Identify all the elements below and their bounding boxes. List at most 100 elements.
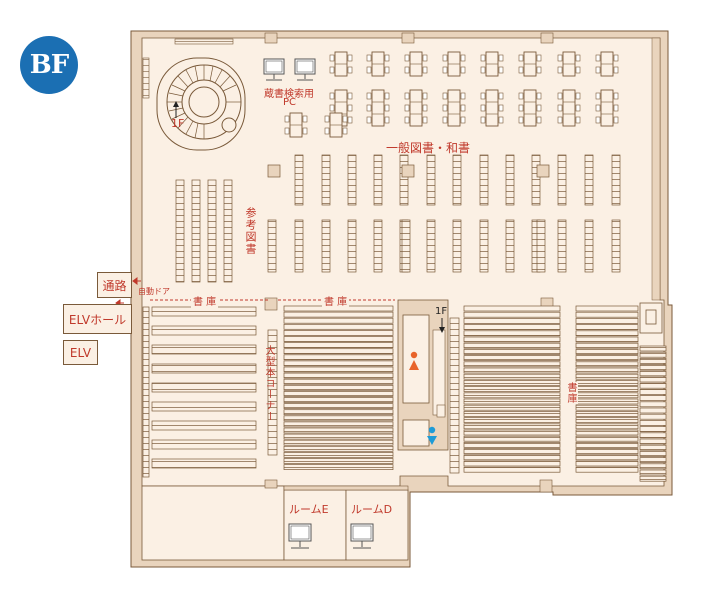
passage-label: 通路 <box>97 272 132 298</box>
elv-hall-label: ELVホール <box>63 304 132 334</box>
bookshelf <box>639 389 667 395</box>
bookshelf <box>283 427 394 434</box>
bookshelf <box>321 219 331 273</box>
bookshelf <box>449 317 460 474</box>
pc-icon <box>263 58 316 81</box>
bookshelf <box>575 336 639 343</box>
reading-table <box>518 51 542 77</box>
bookshelf <box>452 154 462 206</box>
elevator-1f-label: 1F <box>435 306 448 317</box>
bookshelf <box>283 439 394 446</box>
pillar <box>536 164 550 178</box>
bookshelf <box>283 445 394 452</box>
bookshelf <box>575 398 639 405</box>
bookshelves <box>142 154 667 482</box>
bookshelf <box>611 154 621 206</box>
bookshelf <box>175 179 185 283</box>
bookshelf <box>611 219 621 273</box>
bookshelf <box>399 154 409 206</box>
bookshelf <box>639 401 667 408</box>
reading-table <box>324 112 348 138</box>
bookshelf <box>142 306 150 478</box>
restroom-core <box>397 299 449 451</box>
stacks-mid-label: 書 庫 <box>322 293 350 308</box>
bookshelf <box>575 417 639 423</box>
room-d-label: ルームD <box>351 503 393 516</box>
bookshelf <box>557 154 567 206</box>
bookshelf <box>639 395 667 401</box>
bookshelf <box>463 398 561 405</box>
reading-table <box>595 89 619 127</box>
reading-table <box>404 89 428 127</box>
bookshelf <box>575 311 639 318</box>
bookshelf <box>575 330 639 337</box>
bookshelf <box>639 444 667 451</box>
bookshelf <box>575 318 639 324</box>
reading-table <box>480 89 504 127</box>
reading-table <box>557 89 581 127</box>
bookshelf <box>505 219 515 273</box>
bookshelf <box>283 323 394 330</box>
bookshelf <box>479 154 489 206</box>
search-pc-label: 蔵書検索用 <box>264 89 314 100</box>
bookshelf <box>373 154 383 206</box>
bookshelf <box>283 384 394 391</box>
bookshelf <box>463 435 561 442</box>
bookshelf <box>463 404 561 411</box>
bookshelf <box>151 344 257 355</box>
bookshelf <box>575 448 639 454</box>
bookshelf <box>575 442 639 448</box>
bookshelf <box>426 219 436 273</box>
bookshelf <box>267 329 278 456</box>
bookshelf <box>283 397 394 403</box>
bookshelf <box>463 336 561 343</box>
bookshelf <box>283 366 394 373</box>
bookshelf <box>283 415 394 422</box>
bookshelf <box>151 458 257 469</box>
bookshelf <box>584 219 594 273</box>
bookshelf <box>283 317 394 324</box>
bookshelf <box>639 438 667 445</box>
reading-table <box>329 51 353 77</box>
bookshelf <box>151 420 257 431</box>
bookshelf <box>283 403 394 409</box>
bookshelf <box>639 451 667 457</box>
bookshelf <box>463 386 561 392</box>
bookshelf <box>463 466 561 473</box>
down-arrow-icon <box>439 318 445 333</box>
bookshelf <box>575 404 639 411</box>
bookshelf <box>151 382 257 393</box>
bookshelf <box>639 370 667 377</box>
bookshelf <box>426 154 436 206</box>
bookshelf <box>639 351 667 358</box>
bookshelf <box>283 311 394 318</box>
bookshelf <box>151 363 257 374</box>
spiral-staircase-icon <box>156 57 246 151</box>
bookshelf <box>207 179 217 283</box>
bookshelf <box>639 413 667 420</box>
bookshelf <box>639 407 667 414</box>
bookshelf <box>463 392 561 399</box>
bookshelf <box>463 355 561 361</box>
bookshelf <box>463 448 561 454</box>
bookshelf <box>463 442 561 448</box>
bookshelf <box>373 219 383 273</box>
bookshelf <box>151 401 257 412</box>
bookshelf <box>283 458 394 464</box>
bookshelf <box>463 380 561 386</box>
bookshelf <box>283 433 394 440</box>
bookshelf <box>639 426 667 432</box>
bookshelf <box>639 457 667 463</box>
bookshelf <box>575 423 639 430</box>
bookshelf <box>463 361 561 368</box>
bookshelf <box>575 454 639 461</box>
large-books-corner-label: 大型本コーナー <box>263 345 274 422</box>
bookshelf <box>575 373 639 380</box>
bookshelf <box>294 154 304 206</box>
bookshelf <box>223 179 233 283</box>
bookshelf <box>575 380 639 386</box>
bookshelf <box>151 325 257 336</box>
bookshelf <box>584 154 594 206</box>
bookshelf <box>401 219 411 273</box>
